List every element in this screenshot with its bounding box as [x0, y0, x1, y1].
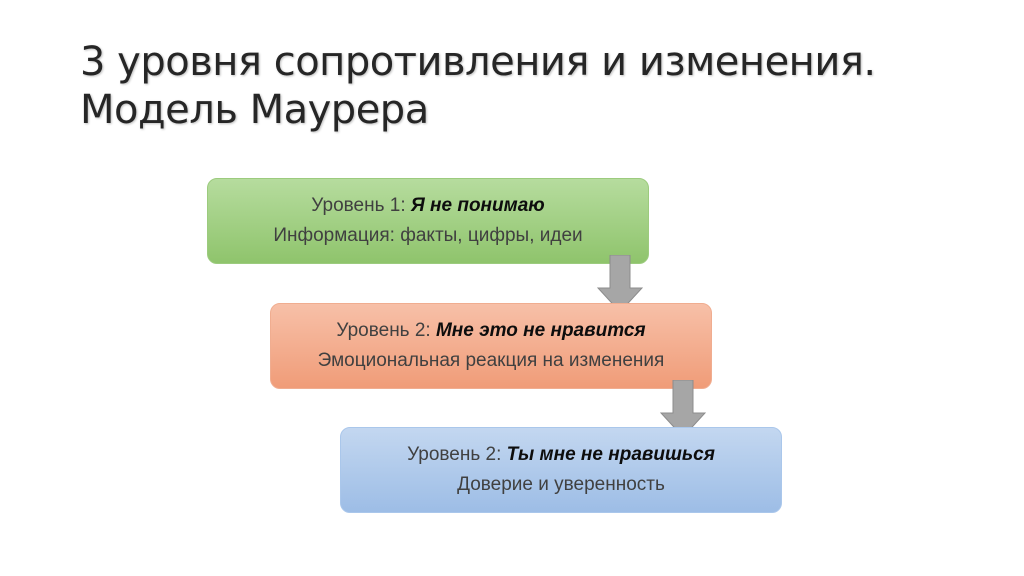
level-3-heading: Уровень 2: Ты мне не нравишься	[407, 440, 715, 470]
level-3-prefix: Уровень 2:	[407, 444, 507, 465]
level-2-prefix: Уровень 2:	[336, 320, 436, 341]
level-2-heading: Уровень 2: Мне это не нравится	[336, 316, 645, 346]
level-1-prefix: Уровень 1:	[311, 195, 411, 216]
slide-title: 3 уровня сопротивления и изменения. Моде…	[80, 38, 980, 134]
level-3-description: Доверие и уверенность	[457, 474, 665, 495]
level-2-box: Уровень 2: Мне это не нравится Эмоционал…	[270, 303, 712, 389]
down-arrow-2-icon	[660, 380, 706, 438]
level-1-emphasis: Я не понимаю	[410, 195, 545, 216]
level-1-description: Информация: факты, цифры, идеи	[273, 225, 583, 246]
title-line-2: Модель Маурера	[80, 87, 429, 133]
title-line-1: 3 уровня сопротивления и изменения.	[80, 39, 876, 85]
level-1-box: Уровень 1: Я не понимаю Информация: факт…	[207, 178, 649, 264]
level-2-emphasis: Мне это не нравится	[435, 320, 646, 341]
down-arrow-1-icon	[597, 255, 643, 313]
level-3-box: Уровень 2: Ты мне не нравишься Доверие и…	[340, 427, 782, 513]
level-1-heading: Уровень 1: Я не понимаю	[311, 191, 544, 221]
level-2-description: Эмоциональная реакция на изменения	[317, 350, 665, 371]
level-3-emphasis: Ты мне не нравишься	[506, 444, 715, 465]
